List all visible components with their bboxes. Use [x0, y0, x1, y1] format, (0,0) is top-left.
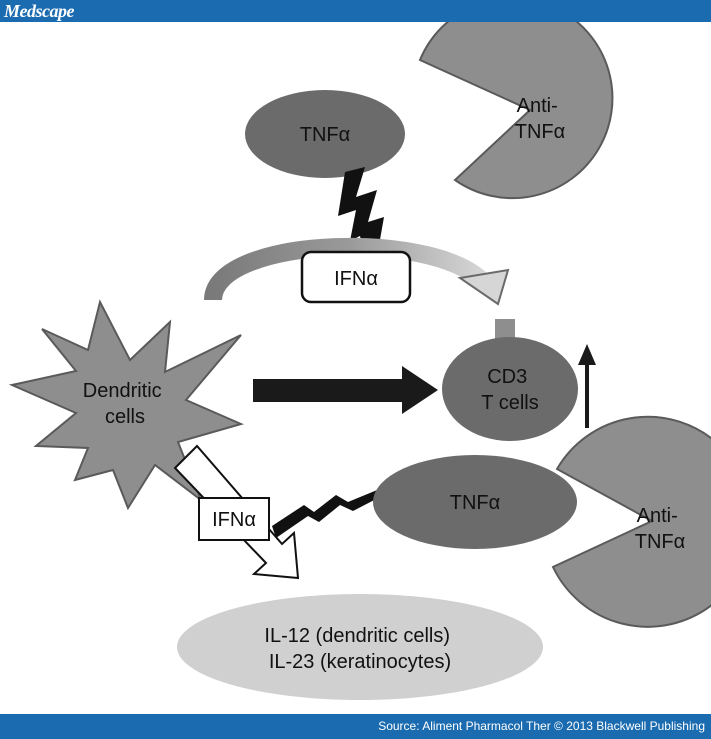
- tnf-bottom-label: TNFα: [450, 492, 500, 514]
- cd3-t-cells-ellipse: [442, 337, 578, 441]
- dendritic-cells-label: Dendritic cells: [83, 380, 167, 428]
- up-arrow-head: [578, 344, 596, 365]
- ifn-left-label: IFNα: [212, 509, 256, 531]
- pathway-diagram: Anti- TNFα TNFα IFNα Dendritic cells CD3…: [8, 22, 711, 700]
- anti-tnf-top-label: Anti- TNFα: [515, 95, 565, 143]
- anti-tnf-bottom-label: Anti- TNFα: [635, 505, 685, 553]
- ifn-top-label: IFNα: [334, 268, 378, 290]
- cd3-receptor: [495, 319, 515, 341]
- footer-bar: Source: Aliment Pharmacol Ther © 2013 Bl…: [0, 714, 711, 739]
- medscape-logo: Medscape: [4, 1, 74, 21]
- header-bar: Medscape: [0, 0, 711, 22]
- ifn-left-box: [198, 497, 270, 541]
- source-citation: Source: Aliment Pharmacol Ther © 2013 Bl…: [378, 719, 705, 733]
- anti-tnf-top-shape: [418, 22, 614, 200]
- dendritic-cells-star: [8, 299, 244, 511]
- cd3-t-cells-label: CD3 T cells: [481, 366, 538, 414]
- tnf-bottom-ellipse: [373, 455, 577, 549]
- anti-tnf-bottom-shape: [551, 415, 711, 628]
- tnf-top-ellipse: [245, 90, 405, 178]
- lightning-bolt-bottom: [272, 488, 382, 538]
- curved-arrow-top: [204, 237, 496, 302]
- black-arrow-right: [253, 366, 438, 414]
- curved-arrow-top-head: [457, 268, 510, 306]
- ifn-top-box: [300, 250, 412, 304]
- tnf-top-label: TNFα: [300, 124, 350, 146]
- il-cytokines-ellipse: [177, 594, 543, 700]
- il-cytokines-label: IL-12 (dendritic cells) IL-23 (keratinoc…: [264, 625, 455, 673]
